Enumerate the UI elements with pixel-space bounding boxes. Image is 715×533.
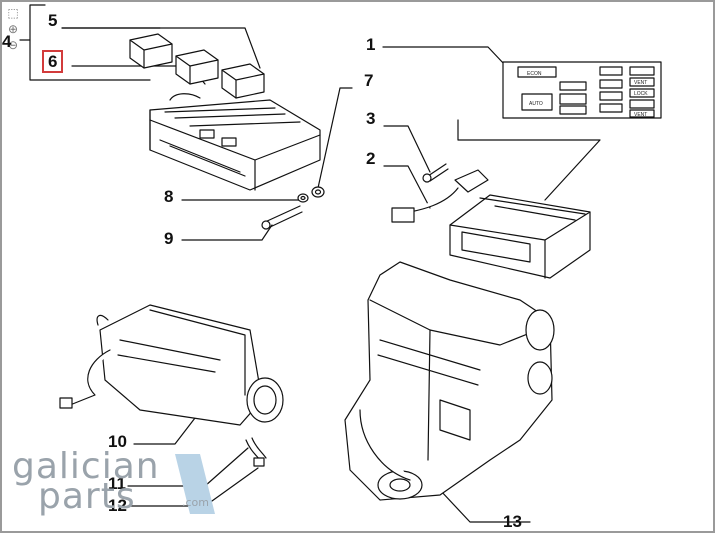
callout-2[interactable]: 2	[366, 149, 376, 168]
callout-10[interactable]: 10	[108, 432, 127, 451]
zoom-out-icon[interactable]: ⊖	[7, 38, 19, 52]
relay-parts	[129, 33, 265, 99]
leader-line-13	[439, 489, 531, 523]
leader-line-1	[382, 46, 506, 66]
nut-and-washer	[297, 186, 325, 203]
control-panel-face-1	[502, 61, 662, 119]
leader-line-10	[133, 417, 196, 445]
sensor-2	[391, 169, 489, 223]
callout-1[interactable]: 1	[366, 35, 376, 54]
vent-label: VENT	[634, 80, 647, 86]
callout-6[interactable]: 6	[42, 50, 64, 73]
callout-11[interactable]: 11	[108, 474, 126, 493]
logo-word-parts: parts	[38, 476, 136, 517]
logo-suffix: .com	[182, 496, 209, 509]
callout-7[interactable]: 7	[364, 71, 374, 90]
auto-label: AUTO	[529, 101, 543, 107]
relay-box	[149, 93, 321, 191]
callout-5[interactable]: 5	[48, 11, 58, 30]
callout-9[interactable]: 9	[164, 229, 174, 248]
callout-4[interactable]: 4	[2, 32, 12, 51]
econ-label: ECON	[527, 71, 542, 77]
hose-parts	[245, 437, 267, 467]
lock-label: LOCK	[634, 91, 648, 97]
zoom-in-icon[interactable]: ⊕	[7, 22, 19, 36]
bolt-9	[261, 205, 303, 230]
leader-line-9	[181, 224, 273, 241]
screw-3	[422, 163, 449, 183]
vent-label-2: VENT	[634, 112, 647, 118]
leader-line-4	[29, 4, 151, 81]
callout-8[interactable]: 8	[164, 187, 174, 206]
galicianparts-logo: galician parts .com	[10, 446, 230, 518]
callout-13[interactable]: 13	[503, 512, 522, 531]
heater-assembly-10	[59, 304, 284, 426]
blower-housing-13	[344, 261, 555, 501]
callout-3[interactable]: 3	[366, 109, 376, 128]
leader-line-3	[383, 125, 431, 173]
leader-line-panel	[457, 119, 601, 201]
climate-control-housing	[449, 194, 591, 279]
leader-line-2	[383, 165, 431, 209]
logo-word-galician: galician	[12, 446, 160, 487]
leader-line-7	[317, 87, 353, 189]
logo-accent-shape	[175, 454, 215, 514]
callout-12[interactable]: 12	[108, 496, 127, 515]
fit-page-icon[interactable]: ⬚	[7, 6, 19, 20]
